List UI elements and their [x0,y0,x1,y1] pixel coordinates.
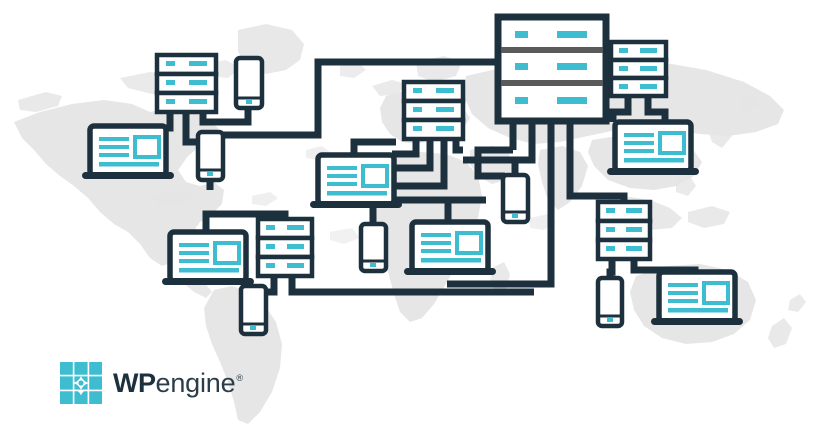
laptop-west-north-america[interactable] [82,123,174,179]
laptop-east-asia-client[interactable] [607,119,699,175]
laptop-europe-west[interactable] [310,152,402,208]
server-oceania[interactable] [595,199,653,262]
server-south-america[interactable] [255,216,315,279]
wp-engine-logo-mark [60,362,102,404]
phone-oceania[interactable] [595,275,625,329]
logo-wp-text: WP [113,367,156,398]
server-main-datacenter[interactable] [494,13,610,125]
laptop-central-north-america[interactable] [162,229,254,285]
server-europe[interactable] [401,79,466,142]
registered-mark: ® [236,372,243,383]
phone-south-america[interactable] [238,283,269,337]
server-north-america[interactable] [154,52,219,115]
phone-north-atlantic[interactable] [233,55,265,111]
laptop-oceania-client[interactable] [651,269,743,325]
phone-eurasia[interactable] [500,172,531,225]
server-east-asia[interactable] [608,39,669,99]
logo-engine-text: engine [155,367,236,398]
phone-central-asia[interactable] [358,221,389,274]
logo-mark-svg [60,362,102,404]
phone-mid-north-america[interactable] [195,129,226,183]
laptop-africa[interactable] [404,219,496,275]
